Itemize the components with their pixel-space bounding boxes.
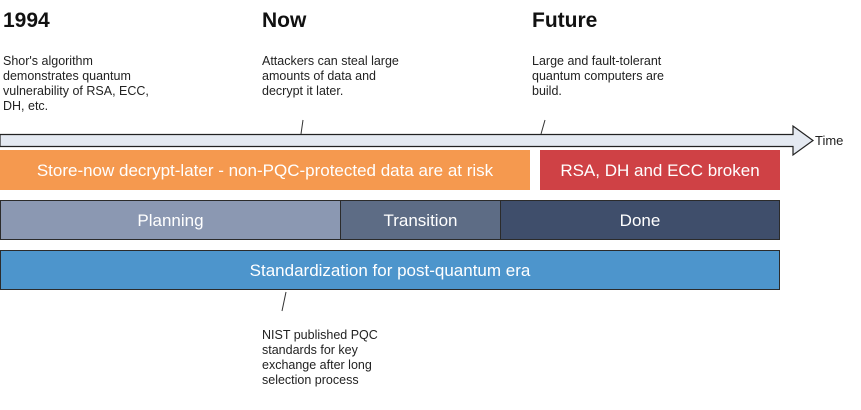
- milestone-year-future: Future: [532, 9, 598, 32]
- milestone-desc-1994: Shor's algorithm demonstrates quantum vu…: [3, 54, 149, 113]
- callout-tick-now: [300, 119, 304, 135]
- milestone-desc-future: Large and fault-tolerant quantum compute…: [532, 54, 665, 98]
- phase-transition-label: Transition: [383, 210, 458, 230]
- risk-bar: Store-now decrypt-later - non-PQC-protec…: [0, 150, 530, 190]
- risk-bar-label: Store-now decrypt-later - non-PQC-protec…: [36, 160, 494, 180]
- milestone-year-now: Now: [262, 9, 307, 32]
- time-arrow: [0, 124, 815, 157]
- nist-note: NIST published PQC standards for key exc…: [262, 328, 378, 387]
- phase-planning: Planning: [0, 200, 341, 240]
- milestone-year-1994: 1994: [3, 9, 50, 32]
- callout-tick-future: [540, 119, 546, 135]
- broken-bar: RSA, DH and ECC broken: [540, 150, 780, 190]
- phase-transition: Transition: [340, 200, 501, 240]
- callout-tick-nist: [281, 291, 287, 312]
- time-axis-label: Time: [815, 133, 844, 148]
- standardization-bar-label: Standardization for post-quantum era: [249, 260, 531, 280]
- phase-done-label: Done: [619, 210, 661, 230]
- broken-bar-label: RSA, DH and ECC broken: [560, 160, 760, 180]
- phase-planning-label: Planning: [137, 210, 204, 230]
- standardization-bar: Standardization for post-quantum era: [0, 250, 780, 290]
- milestone-desc-now: Attackers can steal large amounts of dat…: [262, 54, 399, 98]
- phase-done: Done: [500, 200, 780, 240]
